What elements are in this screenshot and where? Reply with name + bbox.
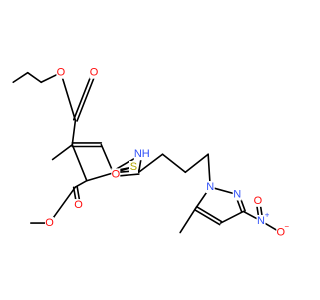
atom-nitro-o-top: O [253,194,263,207]
atom-ester-o-methyl: O [44,217,54,230]
atom-symbol: N [233,188,241,200]
atom-nitro-n: N+ [256,210,270,227]
bond-c3-methyl3 [51,143,74,161]
bond-cAm-ch2a [137,153,164,174]
atom-label-background [276,226,286,239]
bond-pr3-pr2 [12,71,29,84]
bond-c4p-c5p-2 [193,208,221,226]
atom-pyrazole-n1: N [205,181,215,194]
atom-symbol: O [90,67,99,79]
atom-amide-o: O [111,168,121,181]
bond-oEst1-cEst1 [60,71,77,122]
atom-label-background [205,181,215,194]
atom-charge: − [284,222,289,231]
bond-c2-c3 [71,143,88,182]
atom-symbol: S [130,161,137,173]
bond-ch2a-ch2b [161,153,187,174]
atom-label-background [74,199,84,212]
bond-ch2b-ch2c [184,153,209,174]
atom-symbol: O [57,67,66,79]
atom-charge: + [265,210,270,219]
bond-c4p-c5p-1 [195,205,223,223]
bond-cEst1-oCarb1-1 [76,72,97,122]
bond-cEst1-c3 [71,119,77,146]
bond-cEst1-oCarb1-2 [72,71,94,121]
atom-symbol: N [206,181,214,193]
atom-label-background [56,66,66,79]
atom-symbol: O [276,227,285,239]
atom-nitro-o-bottom: O− [276,222,289,239]
atom-pyrazole-n2: N [232,188,242,201]
atom-thiophene-s: S [128,160,138,173]
bond-c3p-c4p [219,210,245,224]
bond-s1-c2 [86,166,135,182]
atom-label-background [44,217,54,230]
atom-symbol: O [254,195,263,207]
atom-symbol: O [45,217,54,229]
bond-c4-c5 [100,143,114,172]
atom-symbol: O [112,168,121,180]
atom-symbol: O [74,199,83,211]
atom-ester-o-propyl: O [56,66,66,79]
atom-label-background [111,168,121,181]
atom-carbonyl-o-methyl: O [74,199,84,212]
atom-label-background [89,66,99,79]
atom-label-background [232,188,242,201]
atom-label-background [256,214,266,227]
atom-label-background [133,148,150,161]
atom-amide-nh: NH [133,148,150,161]
bond-pr2-pr1 [26,71,42,84]
atom-symbol: N [257,215,265,227]
atom-carbonyl-o-propyl: O [89,66,99,79]
atom-label-background [253,194,263,207]
atom-label-background [128,160,138,173]
atom-symbol: NH [134,148,150,160]
bond-c5p-me5p [179,207,197,234]
